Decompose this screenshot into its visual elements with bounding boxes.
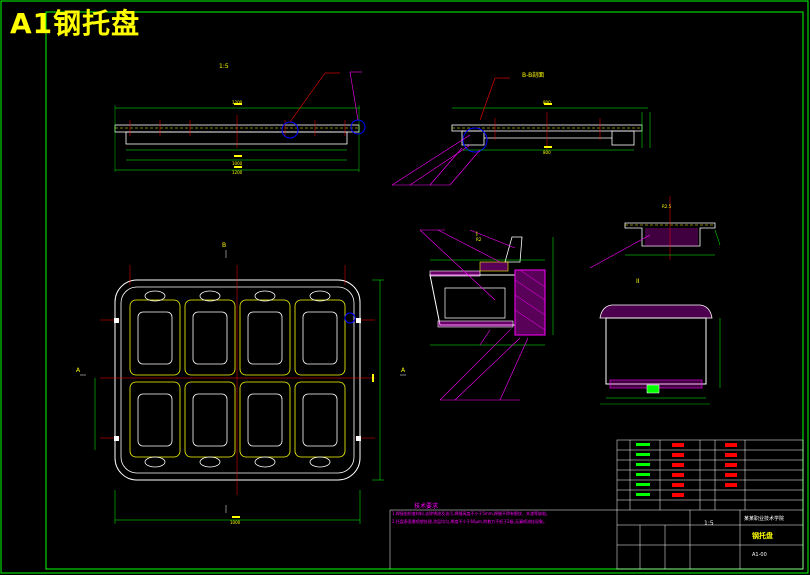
dim-front-bottom: 1000 [232, 161, 243, 166]
section-view [391, 77, 651, 186]
inner-border [45, 11, 804, 570]
section-mark-top: B [222, 242, 227, 249]
technical-note-2: 2.托盘表面需喷塑处理,涂层均匀,厚度不小于60μm,附着力不低于2级,无漏喷流… [392, 519, 547, 524]
title-block [389, 439, 804, 570]
detail-box-view [599, 304, 721, 405]
title-block-school: 某某职业技术学院 [744, 516, 785, 522]
title-block-drawing-no: A1-00 [752, 552, 767, 558]
detail-i-label: I [476, 231, 478, 238]
title-block-fill [636, 443, 737, 497]
front-view-scale-label: 1:5 [219, 63, 229, 70]
dim-section-bottom: 800 [543, 150, 551, 155]
section-mark-left: A [76, 367, 81, 374]
dim-detail-i: R2 [476, 237, 482, 242]
dim-detail-ii: R2.5 [662, 204, 672, 209]
technical-notes-title: 技术要求 [414, 503, 439, 510]
dim-section-top: 800 [543, 100, 551, 105]
detail-ii-view [589, 196, 721, 269]
detail-ii-label: II [636, 278, 640, 285]
title-block-scale: 1:5 [704, 520, 714, 527]
section-mark-right: A [401, 367, 406, 374]
detail-i-view [419, 229, 554, 401]
technical-note-1: 1.焊接前检查材料,去除锈迹及油污,焊缝高度不小于5mm,焊缝不得有裂纹、夹渣等… [392, 511, 550, 516]
drawing-title: A1钢托盘 [10, 7, 141, 40]
section-view-label: B-B剖面 [522, 72, 545, 79]
dim-plan-bottom: 1000 [230, 520, 241, 525]
dimension-ticks [232, 103, 552, 518]
plan-view [80, 250, 406, 524]
front-view [114, 71, 366, 172]
dim-front-top: 1200 [232, 100, 243, 105]
title-block-part-name: 钢托盘 [752, 532, 773, 540]
dim-front-overall: 1200 [232, 170, 243, 175]
